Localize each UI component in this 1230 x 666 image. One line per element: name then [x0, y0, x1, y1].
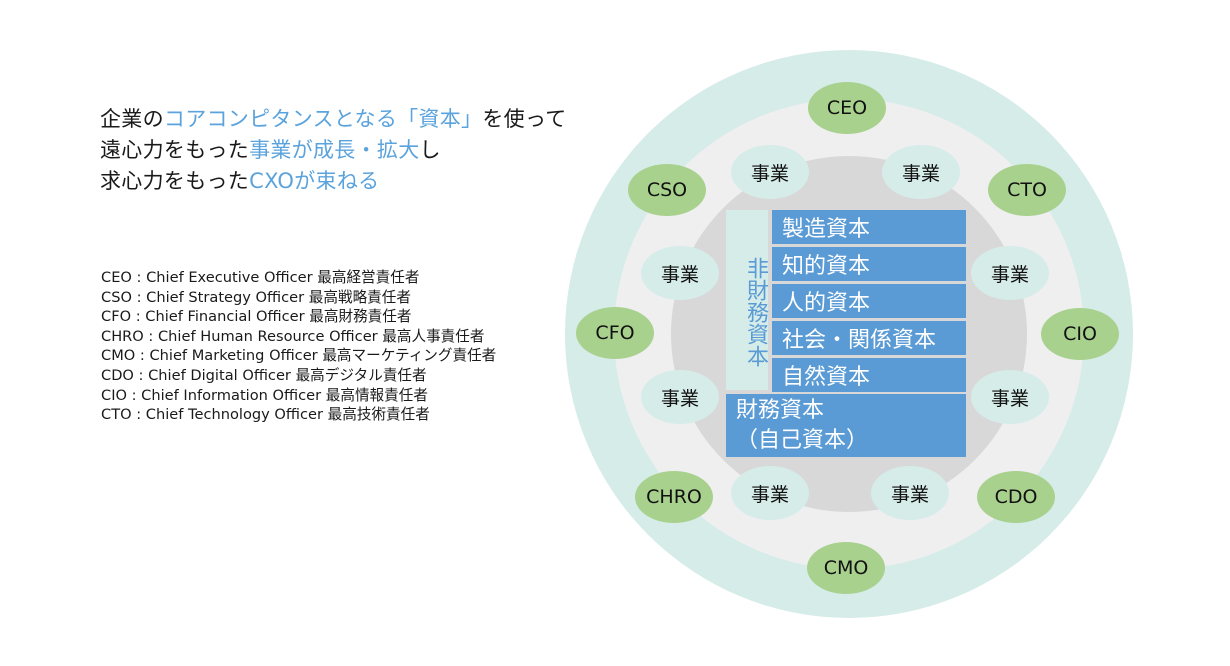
financial-capital-label: 財務資本	[736, 398, 825, 423]
glossary-item: CTO : Chief Technology Officer 最高技術責任者	[101, 406, 430, 424]
headline-text: 求心力をもった	[100, 169, 250, 193]
headline-highlight: CXOが束ねる	[249, 169, 380, 193]
cxo-circle-cfo: CFO	[576, 307, 654, 359]
cxo-circle-cio: CIO	[1041, 308, 1119, 360]
financial-capital-block: 財務資本 （自己資本）	[726, 394, 966, 457]
cxo-circle-cto: CTO	[988, 164, 1066, 216]
headline-line-1: 企業のコアコンピタンスとなる「資本」を使って	[100, 104, 567, 135]
business-circle: 事業	[731, 466, 809, 520]
headline: 企業のコアコンピタンスとなる「資本」を使って 遠心力をもった事業が成長・拡大し …	[100, 104, 567, 197]
business-circle: 事業	[641, 246, 719, 300]
business-circle: 事業	[641, 370, 719, 424]
headline-text: 企業の	[100, 107, 164, 131]
glossary-item: CHRO : Chief Human Resource Officer 最高人事…	[101, 327, 485, 345]
business-circle: 事業	[882, 145, 960, 199]
cxo-circle-cdo: CDO	[977, 471, 1055, 523]
glossary-item: CFO : Chief Financial Officer 最高財務責任者	[101, 308, 412, 326]
non-financial-capital-label: 非財務資本	[726, 210, 768, 390]
cxo-circle-chro: CHRO	[635, 471, 713, 523]
glossary-item: CSO : Chief Strategy Officer 最高戦略責任者	[101, 288, 411, 306]
cxo-circle-cso: CSO	[628, 164, 706, 216]
headline-text: を使って	[482, 107, 567, 131]
capital-block-natural: 自然資本	[772, 358, 966, 392]
cxo-glossary: CEO : Chief Executive Officer 最高経営責任者 CS…	[101, 268, 496, 425]
equity-capital-label: （自己資本）	[736, 428, 869, 453]
business-circle: 事業	[731, 145, 809, 199]
glossary-item: CIO : Chief Information Officer 最高情報責任者	[101, 386, 428, 404]
cxo-circle-ceo: CEO	[808, 82, 886, 134]
headline-text: し	[419, 138, 441, 162]
headline-highlight: 事業が成長・拡大	[249, 138, 420, 162]
headline-text: 遠心力をもった	[100, 138, 250, 162]
capital-block-social: 社会・関係資本	[772, 321, 966, 355]
business-circle: 事業	[971, 246, 1049, 300]
glossary-item: CDO : Chief Digital Officer 最高デジタル責任者	[101, 366, 427, 384]
headline-line-2: 遠心力をもった事業が成長・拡大し	[100, 135, 567, 166]
glossary-item: CEO : Chief Executive Officer 最高経営責任者	[101, 269, 420, 286]
headline-line-3: 求心力をもったCXOが束ねる	[100, 166, 567, 197]
capital-block-human: 人的資本	[772, 284, 966, 318]
headline-highlight: コアコンピタンスとなる「資本」	[163, 107, 483, 131]
business-circle: 事業	[971, 370, 1049, 424]
capital-block-intellectual: 知的資本	[772, 247, 966, 281]
capital-block-manufacturing: 製造資本	[772, 210, 966, 244]
business-circle: 事業	[871, 466, 949, 520]
cxo-circle-cmo: CMO	[807, 542, 885, 594]
glossary-item: CMO : Chief Marketing Officer 最高マーケティング責…	[101, 347, 497, 365]
